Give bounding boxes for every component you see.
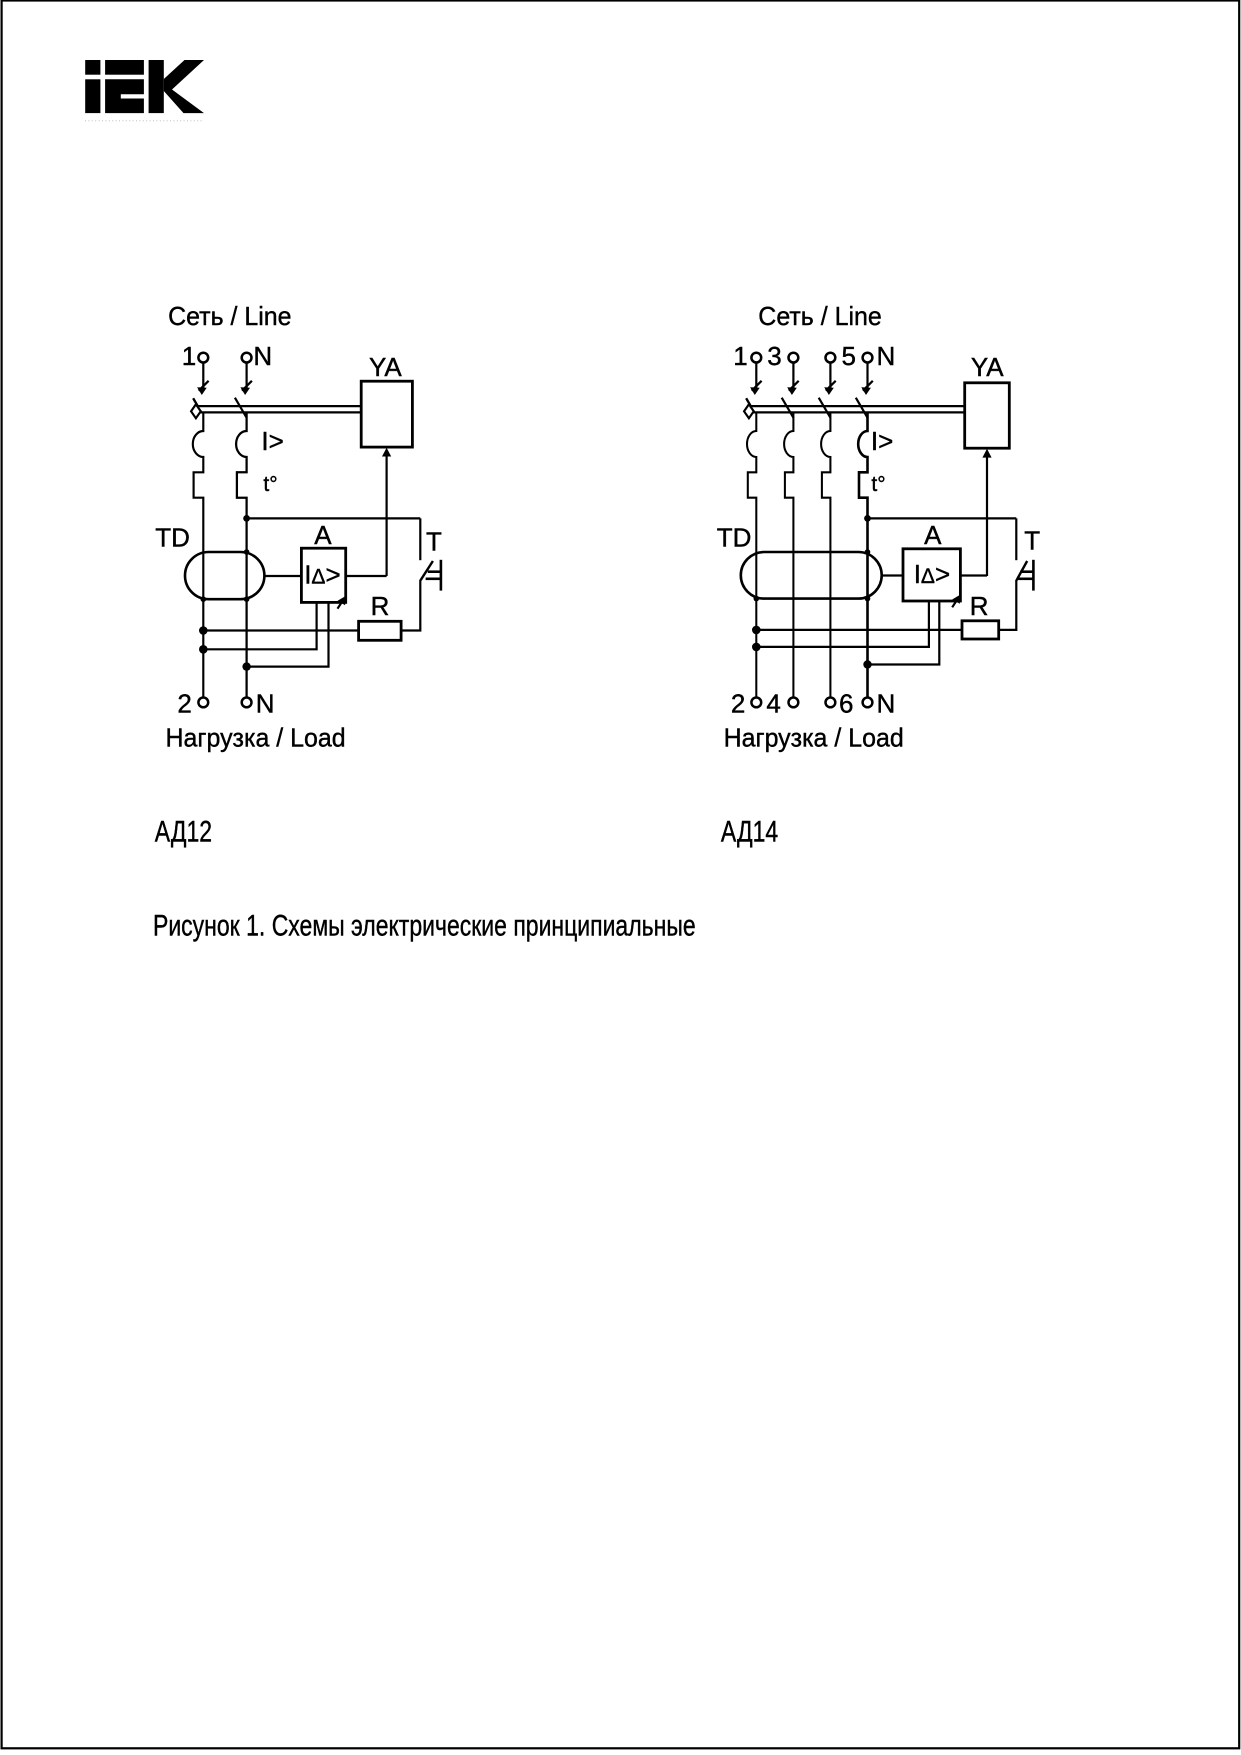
svg-text:t°: t° xyxy=(263,473,277,496)
svg-text:I>: I> xyxy=(261,426,283,456)
svg-text:YA: YA xyxy=(971,352,1004,382)
svg-text:I>: I> xyxy=(871,426,893,456)
svg-text:N: N xyxy=(253,341,272,371)
svg-text:2: 2 xyxy=(177,688,191,718)
svg-text:АД14: АД14 xyxy=(721,815,778,849)
svg-text:YA: YA xyxy=(369,352,402,382)
svg-text:3: 3 xyxy=(767,341,781,371)
svg-text:4: 4 xyxy=(766,688,780,718)
svg-text:Сеть / Line: Сеть / Line xyxy=(758,303,881,332)
svg-text:A: A xyxy=(924,520,942,550)
svg-text:Нагрузка / Load: Нагрузка / Load xyxy=(166,724,346,753)
svg-text:2: 2 xyxy=(731,688,745,718)
svg-text:5: 5 xyxy=(842,341,856,371)
svg-text:IΔ>: IΔ> xyxy=(914,559,950,589)
svg-text:1: 1 xyxy=(733,341,747,371)
svg-text:АД12: АД12 xyxy=(155,815,212,849)
svg-text:R: R xyxy=(970,591,989,621)
svg-text:T: T xyxy=(426,526,442,556)
svg-text:N: N xyxy=(877,341,896,371)
svg-text:t°: t° xyxy=(871,473,885,496)
svg-text:N: N xyxy=(256,688,275,718)
svg-text:T: T xyxy=(1024,526,1040,556)
svg-text:R: R xyxy=(371,591,390,621)
svg-text:A: A xyxy=(314,520,332,550)
svg-text:Рисунок 1. Схемы электрические: Рисунок 1. Схемы электрические принципиа… xyxy=(153,909,696,943)
svg-text:Нагрузка / Load: Нагрузка / Load xyxy=(724,724,904,753)
svg-text:IΔ>: IΔ> xyxy=(304,560,340,590)
svg-text:TD: TD xyxy=(155,522,190,552)
svg-text:1: 1 xyxy=(182,341,196,371)
svg-text:6: 6 xyxy=(839,688,853,718)
svg-text:N: N xyxy=(877,688,896,718)
svg-text:TD: TD xyxy=(717,522,752,552)
svg-text:Сеть / Line: Сеть / Line xyxy=(168,303,291,332)
